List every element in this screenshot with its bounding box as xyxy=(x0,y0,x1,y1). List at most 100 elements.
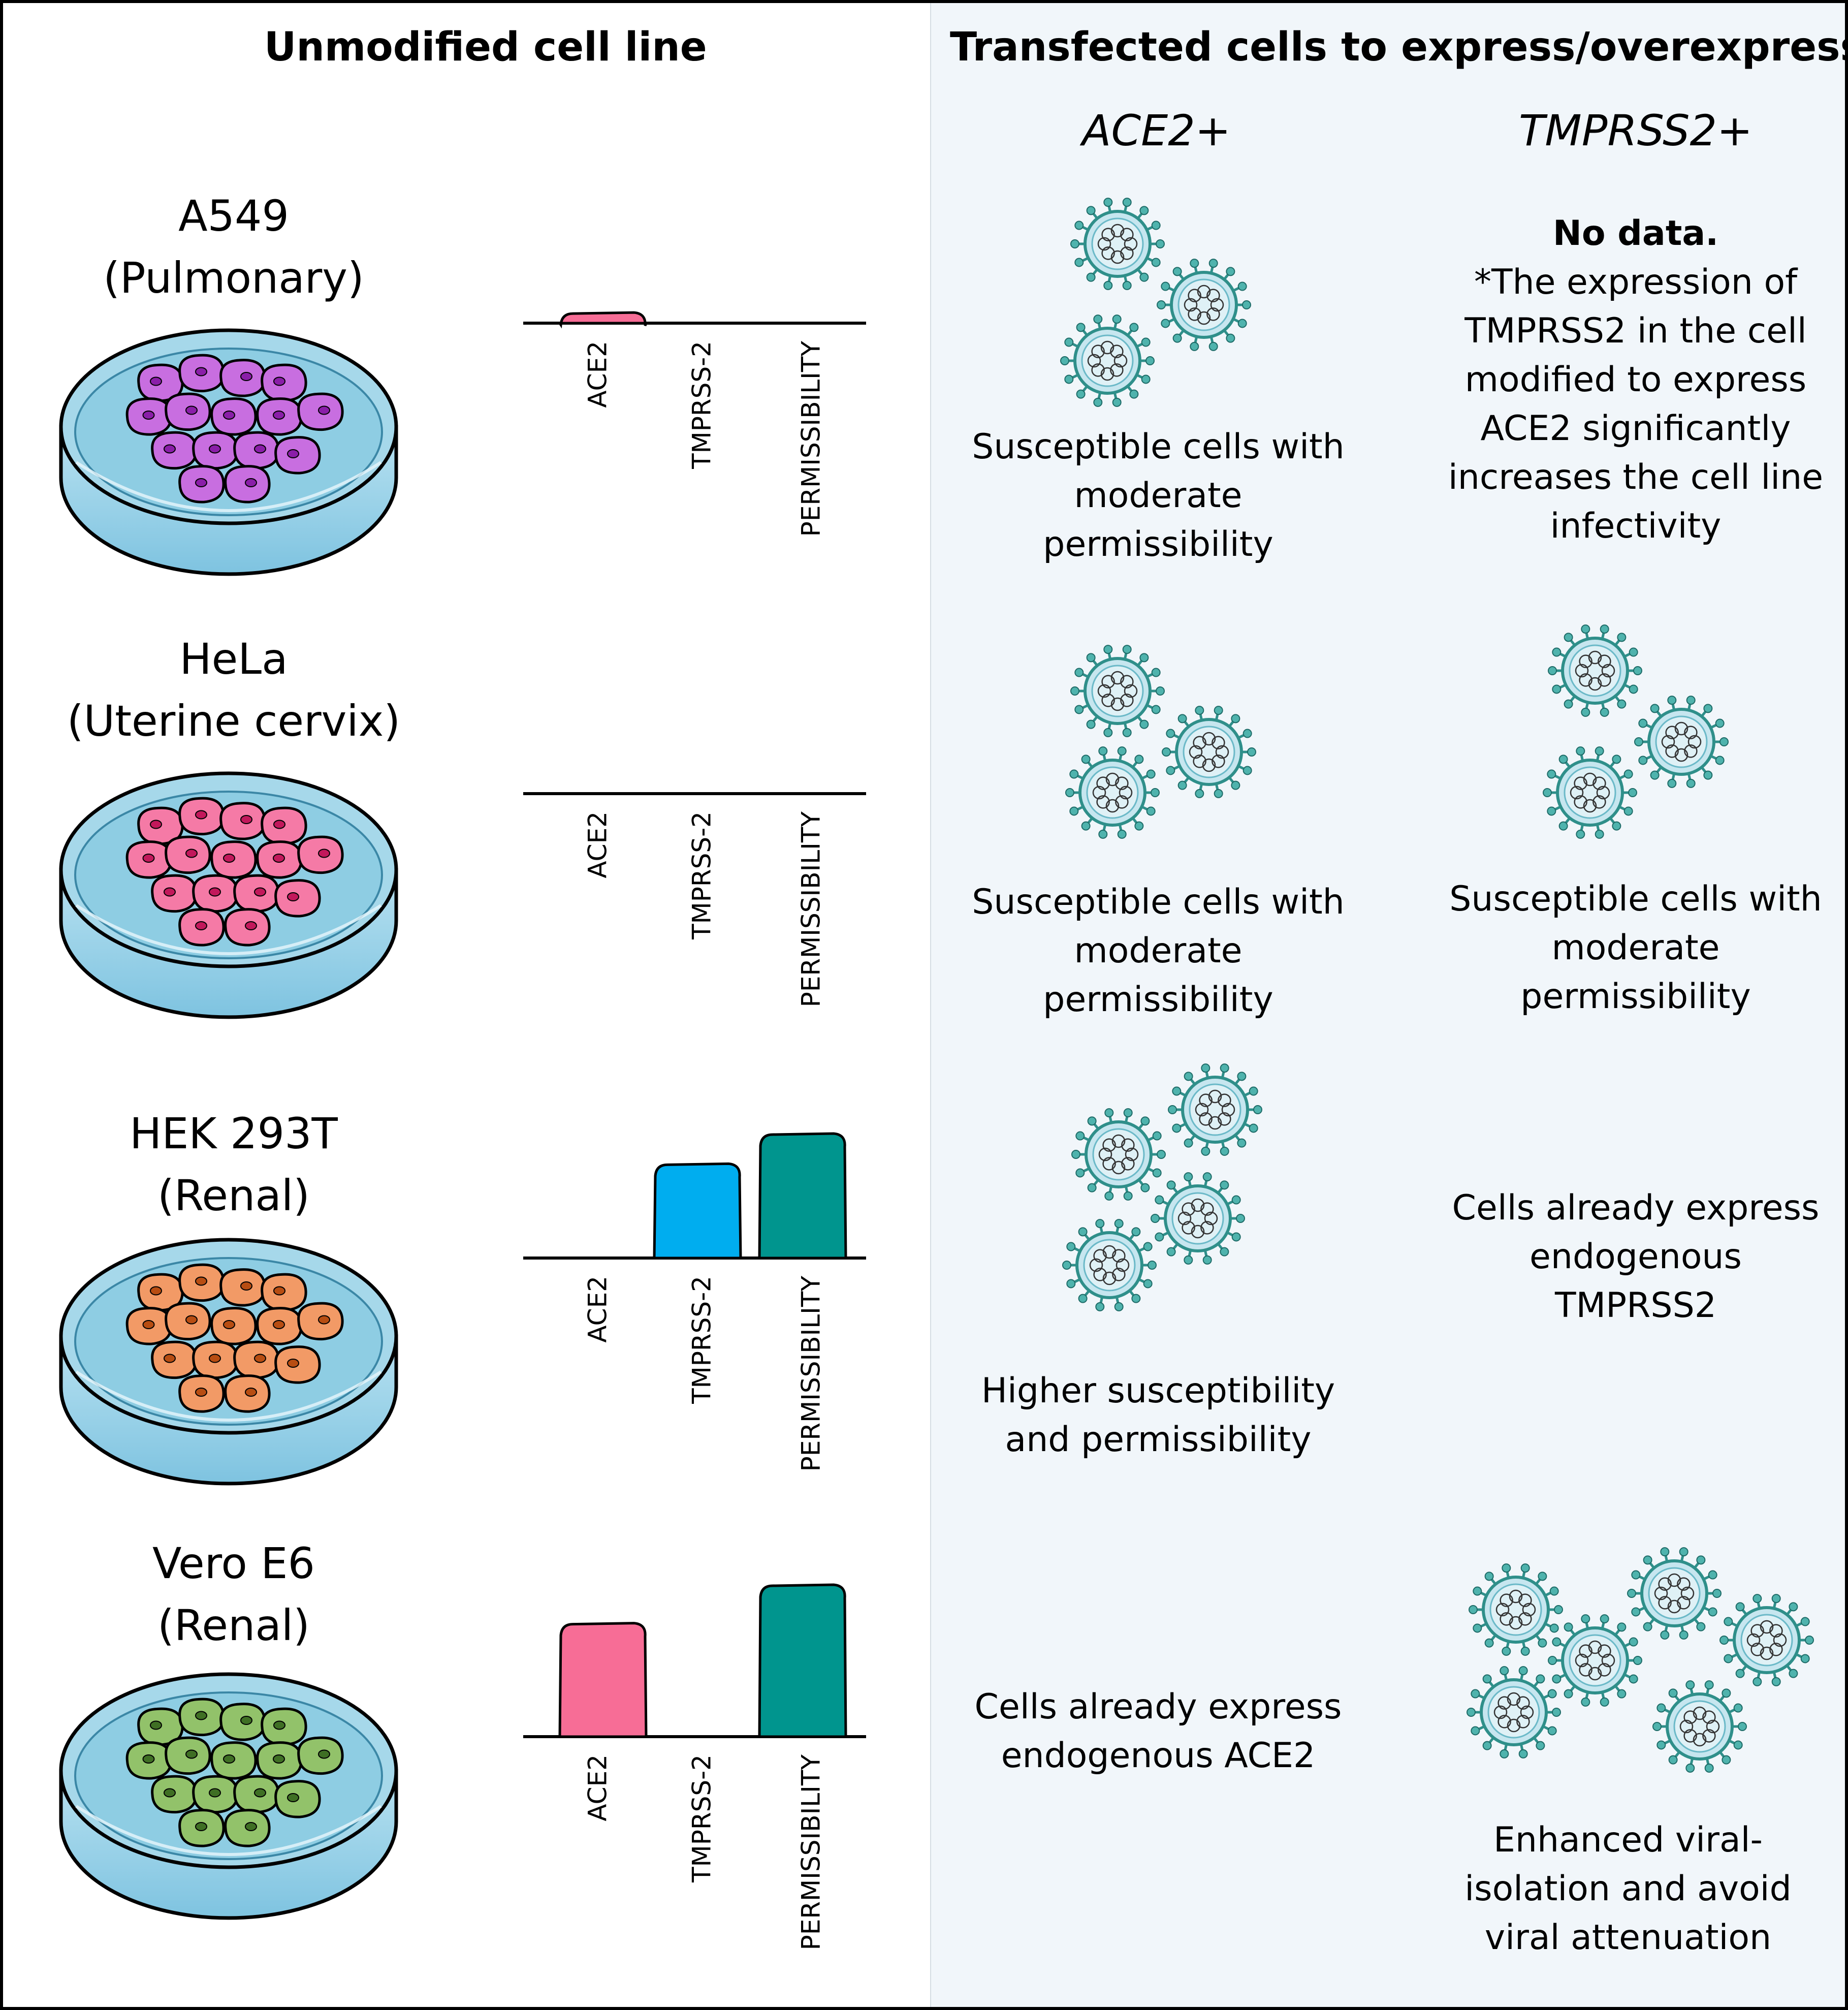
virus-rna-loop xyxy=(1120,228,1134,241)
virus-icon xyxy=(1543,746,1637,839)
petri-dish-hela xyxy=(59,771,398,1019)
virus-spike-tip xyxy=(1151,258,1161,267)
virus-rna-loop xyxy=(1680,1586,1695,1600)
cell-nucleus xyxy=(240,372,252,381)
virus-spike-tip xyxy=(1253,1105,1262,1114)
virus-rna-loop xyxy=(1601,1653,1615,1668)
virus-rna-loop xyxy=(1121,1157,1135,1171)
virus-rna-loop xyxy=(1195,1103,1209,1117)
virus-rna-loop xyxy=(1592,776,1606,790)
cell-nucleus xyxy=(254,887,266,897)
virus-rna-loop xyxy=(1188,289,1201,302)
virus-spike-tip xyxy=(1161,281,1170,291)
virus-spike-tip xyxy=(1247,747,1256,757)
virus-rna-loop xyxy=(1588,650,1602,665)
virus-spike-tip xyxy=(1242,766,1252,775)
cell-nucleus xyxy=(195,1711,207,1720)
cell-nucleus xyxy=(142,1754,155,1764)
virus-spike-tip xyxy=(1157,1150,1166,1159)
virus-core xyxy=(1183,726,1235,778)
cell xyxy=(224,908,271,947)
virus-spike-tip xyxy=(1724,1654,1733,1663)
cell-nucleus xyxy=(164,1354,176,1363)
cell xyxy=(125,1741,173,1780)
tmprss2-virus-cluster-vero-e6 xyxy=(1467,1547,1814,1773)
virus-spike-tip xyxy=(1686,696,1696,705)
virus-spike-tip xyxy=(1074,705,1084,714)
cell xyxy=(165,835,211,874)
cell-nucleus xyxy=(223,1754,235,1764)
virus-spike-tip xyxy=(1595,746,1604,756)
virus-rna-loop xyxy=(1202,732,1216,746)
virus-rna-loop xyxy=(1760,1646,1774,1660)
virus-rna-loop xyxy=(1119,786,1133,800)
virus-spike-tip xyxy=(1177,714,1187,724)
virus-spike-tip xyxy=(1643,1622,1652,1631)
virus-rna-loop xyxy=(1769,1624,1783,1638)
virus-spike-tip xyxy=(1679,1547,1688,1557)
virus-spike-tip xyxy=(1087,1116,1097,1126)
virus-spike-tip xyxy=(1789,1602,1798,1612)
virus-rna-loop xyxy=(1193,755,1206,768)
virus-spike-tip xyxy=(1220,1063,1229,1073)
virus-core xyxy=(1487,1686,1540,1739)
virus-spike-tip xyxy=(1536,1674,1545,1684)
virus-rna-loop xyxy=(1197,311,1211,325)
tmprss2-desc-line: permissibility xyxy=(1520,977,1751,1017)
virus-rna-loop xyxy=(1583,799,1597,813)
virus-spike-tip xyxy=(1650,770,1660,780)
cell xyxy=(233,874,280,913)
virus-rna-loop xyxy=(1091,344,1105,358)
cell-nucleus xyxy=(254,1354,266,1363)
virus-spike-tip xyxy=(1122,280,1132,290)
cell-nucleus xyxy=(318,405,330,415)
cell-nucleus xyxy=(164,887,176,897)
virus-spike-tip xyxy=(1166,766,1175,775)
virus-spike-tip xyxy=(1617,1622,1627,1632)
virus-icon xyxy=(1070,645,1165,737)
virus-rna-loop xyxy=(1208,1116,1222,1130)
virus-rna-loop xyxy=(1208,1089,1222,1104)
dish-highlight xyxy=(75,461,382,512)
virus-rna-loop xyxy=(1658,1577,1672,1591)
virus-rna-loop xyxy=(1101,675,1115,688)
cell xyxy=(274,1780,321,1818)
cell-nucleus xyxy=(185,1749,198,1759)
virus-spike-tip xyxy=(1576,829,1585,839)
virus-rna-loop xyxy=(1212,736,1225,749)
virus-core xyxy=(1081,334,1134,387)
virus-spike-tip xyxy=(1117,829,1127,839)
virus-spike-tip xyxy=(1123,1191,1133,1201)
virus-spike-tip xyxy=(1667,696,1677,705)
virus-spike-tip xyxy=(1166,1247,1176,1257)
virus-rna-loop xyxy=(1101,228,1115,241)
virus-rna-loop xyxy=(1746,1633,1761,1647)
virus-spike-tip xyxy=(1686,778,1696,788)
ace2-desc-line: moderate xyxy=(1074,931,1242,971)
cell-nucleus xyxy=(209,887,221,897)
virus-rna-loop xyxy=(1189,745,1203,759)
virus-core xyxy=(1171,1192,1224,1245)
virus-spike-tip xyxy=(1733,1703,1743,1713)
virus-spike-tip xyxy=(1547,806,1556,816)
virus-rna-loop xyxy=(1177,1211,1192,1226)
cell xyxy=(256,1307,303,1345)
virus-spike-tip xyxy=(1074,668,1084,677)
dish-highlight xyxy=(75,1370,382,1422)
virus-spike-tip xyxy=(1612,821,1621,831)
virus-rna-loop xyxy=(1105,772,1120,787)
virus-spike-tip xyxy=(1087,1183,1097,1192)
cell-nucleus xyxy=(273,1720,285,1730)
virus-rna-loop xyxy=(1592,795,1606,809)
virus-core xyxy=(1648,1567,1701,1620)
cell xyxy=(256,397,303,436)
axis-label-ace2: ACE2 xyxy=(583,1754,613,1821)
virus-core xyxy=(1092,1128,1145,1181)
virus-spike-tip xyxy=(1095,1302,1105,1311)
virus-spike-tip xyxy=(1548,666,1557,675)
virus-spike-tip xyxy=(1473,1586,1482,1596)
tmprss2-desc-line: TMPRSS2 xyxy=(1554,1285,1717,1326)
virus-spike-tip xyxy=(1151,668,1161,677)
tmprss2-desc-line: increases the cell line xyxy=(1448,457,1824,497)
virus-rna-loop xyxy=(1760,1620,1774,1634)
